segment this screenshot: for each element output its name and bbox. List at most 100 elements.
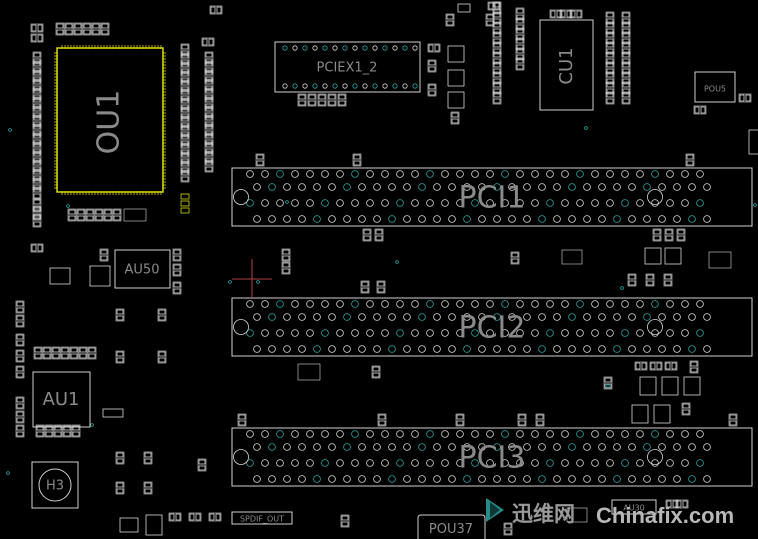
resistor-pack [566,507,588,523]
au30-chip-outline[interactable] [611,499,657,515]
through-hole-pin [381,459,389,467]
through-hole-pin [531,199,539,207]
au1-chip-outline[interactable] [32,371,91,428]
au50-chip-outline[interactable] [114,249,171,289]
smd-pad [16,356,24,362]
pciex1-2-connector-outline[interactable] [274,41,421,93]
smd-pad [606,78,614,84]
au30-label: AU30 [623,504,645,513]
ou1-chip-outline[interactable] [56,47,164,193]
passive-component [172,248,182,262]
smd-pad [622,28,630,34]
cu1-chip-outline[interactable] [539,19,594,111]
smd-pad [198,465,206,471]
pci1-slot-outline[interactable] [231,167,753,227]
through-hole-pin [351,430,359,438]
through-hole-pin [312,45,318,51]
passive-component [569,9,583,19]
through-hole-pin [321,430,329,438]
through-hole-pin [268,313,276,321]
smd-pad [493,62,501,68]
through-hole-pin [493,475,501,483]
passive-component [35,424,45,438]
smd-pad [372,366,380,372]
smd-pad [361,281,369,287]
through-hole-pin [651,170,659,178]
pci2-slot-outline[interactable] [231,297,753,357]
pou37-outline[interactable] [417,514,486,539]
through-hole-pin [392,45,398,51]
smd-pad [16,301,24,307]
through-hole-pin [276,459,284,467]
through-hole-pin [523,345,531,353]
spdif-out-header-outline[interactable] [231,511,293,525]
passive-component [62,424,72,438]
smd-pad [65,23,73,29]
smd-pad [665,235,673,241]
smd-pad [493,48,501,54]
through-hole-pin [568,313,576,321]
smd-pad [101,29,109,35]
through-hole-pin [362,83,368,89]
through-hole-pin [448,313,456,321]
pci1-label: PCI1 [459,181,526,216]
smd-pad [516,18,524,24]
through-hole-pin [396,430,404,438]
through-hole-pin [673,183,681,191]
smd-pad [205,79,213,85]
smd-pad [33,215,41,221]
smd-pad [486,20,494,26]
through-hole-pin [373,313,381,321]
passive-component [172,281,182,295]
through-hole-pin [366,430,374,438]
through-hole-pin [268,215,276,223]
passive-component [69,346,79,360]
through-hole-pin [343,313,351,321]
through-hole-pin [292,83,298,89]
h3-label: H3 [46,479,64,494]
passive-component [204,69,214,83]
smd-pad [606,92,614,98]
passive-component [180,133,190,147]
pcb-components-layer [15,1,758,536]
through-hole-pin [253,313,261,321]
passive-component [82,22,92,36]
smd-pad [16,366,24,372]
smd-pad [16,425,24,431]
smd-pad [86,215,94,221]
passive-component [738,93,752,103]
through-hole-pin [658,475,666,483]
through-hole-pin [666,300,674,308]
smd-pad [33,151,41,157]
smd-pad [661,376,679,396]
through-hole-pin [366,300,374,308]
smd-pad [516,38,524,44]
smd-pad [16,315,24,321]
smd-pad [175,513,181,521]
through-hole-pin [471,329,479,337]
passive-component [281,248,291,262]
through-hole-pin [688,313,696,321]
through-hole-pin [306,199,314,207]
passive-component [32,150,42,164]
passive-component [204,87,214,101]
smd-pad [451,118,459,124]
smd-pad [181,170,189,176]
passive-component [143,451,153,465]
through-hole-pin [681,459,689,467]
passive-component [32,141,42,155]
smd-pad [606,72,614,78]
passive-component [605,51,615,65]
through-hole-pin [283,475,291,483]
through-hole-pin [613,475,621,483]
smd-pad [653,404,671,424]
smd-pad [36,425,44,431]
h3-mount-outline[interactable] [31,461,79,509]
smd-pad [504,523,512,529]
passive-component [621,21,631,35]
pou5-chip-outline[interactable] [694,71,736,103]
smd-pad [282,268,290,274]
passive-component [492,61,502,75]
pci3-slot-outline[interactable] [231,427,753,487]
